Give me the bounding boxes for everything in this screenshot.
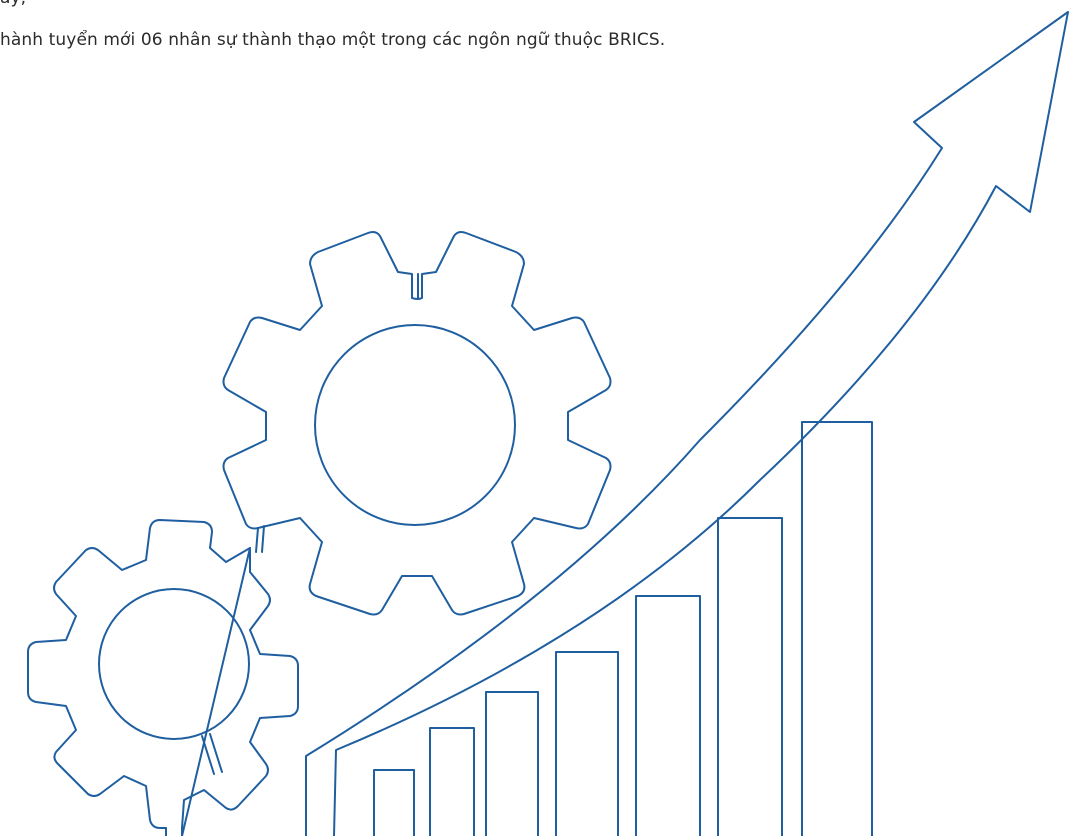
bar-4 bbox=[555, 651, 619, 836]
large-gear-icon bbox=[222, 231, 612, 616]
text-line-1: ày, bbox=[0, 0, 26, 8]
growth-arrow-icon bbox=[305, 11, 1069, 836]
bar-1 bbox=[373, 769, 415, 836]
text-line-2: hành tuyển mới 06 nhân sự thành thạo một… bbox=[0, 30, 666, 50]
small-gear-icon bbox=[27, 519, 299, 836]
bar-3 bbox=[485, 691, 539, 836]
bar-7 bbox=[801, 421, 873, 836]
bar-5 bbox=[635, 595, 701, 836]
bar-6 bbox=[717, 517, 783, 836]
bar-chart-icon bbox=[373, 421, 873, 836]
bar-2 bbox=[429, 727, 475, 836]
gear-connector-icon bbox=[255, 525, 265, 553]
